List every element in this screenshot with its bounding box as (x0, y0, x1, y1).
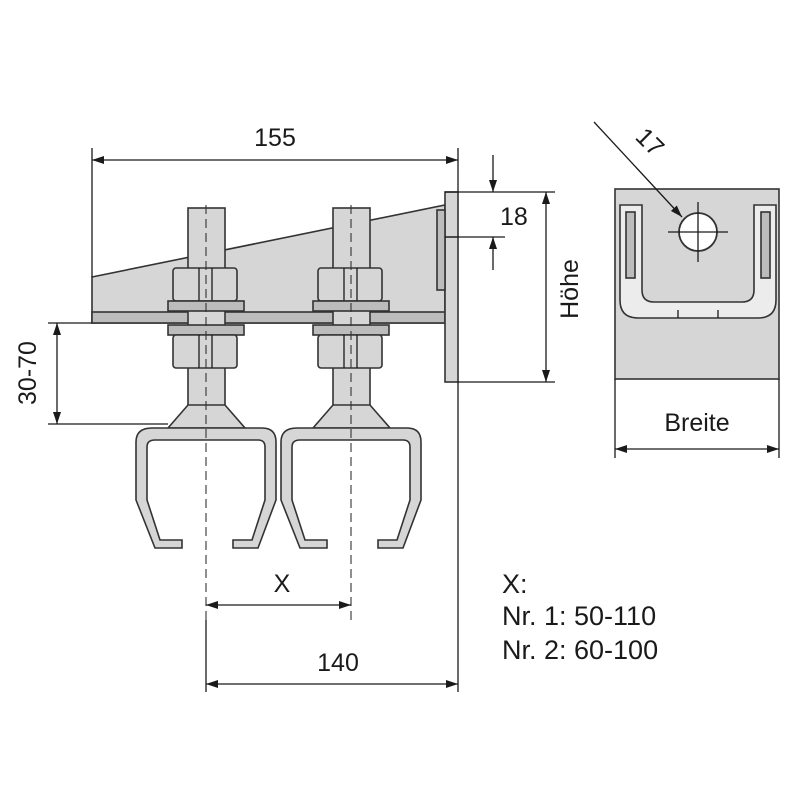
trolley-profile (280, 427, 422, 549)
upper-nut (317, 267, 383, 302)
dimension-155-label: 155 (254, 124, 296, 152)
dimension-140-label: 140 (317, 649, 359, 677)
bracket-flange (91, 311, 446, 324)
dimension-18: 18 (445, 155, 528, 270)
end-view (614, 188, 780, 380)
notes: X: Nr. 1: 50-110 Nr. 2: 60-100 (502, 569, 658, 665)
dimension-breite: Breite (614, 379, 780, 458)
note-line-3: Nr. 2: 60-100 (502, 635, 658, 665)
note-line-1: X: (502, 569, 528, 599)
slot-right (760, 211, 771, 279)
hanger-right (280, 205, 422, 620)
lower-nut (317, 334, 383, 369)
slot-left (625, 211, 636, 279)
hanger-left (135, 205, 277, 620)
side-view (91, 191, 459, 620)
dimension-hoehe-label: Höhe (556, 259, 584, 319)
bracket-plate (91, 204, 446, 324)
dimension-x-label: X (274, 570, 291, 598)
wall-plate (444, 191, 459, 383)
note-line-2: Nr. 1: 50-110 (502, 601, 656, 631)
upper-nut (172, 267, 238, 302)
dimension-30-70-label: 30-70 (14, 341, 42, 405)
dimension-30-70: 30-70 (14, 322, 168, 425)
dimension-18-label: 18 (500, 203, 528, 231)
dimension-140: 140 (205, 382, 459, 692)
dimension-x: X (206, 570, 351, 609)
dimension-155: 155 (91, 124, 459, 277)
dimension-hoehe: Höhe (458, 191, 584, 383)
lower-nut (172, 334, 238, 369)
dimension-breite-label: Breite (664, 409, 729, 437)
trolley-profile (135, 427, 277, 549)
dimension-17-label: 17 (630, 123, 669, 162)
wall-plate-inner (436, 209, 446, 291)
